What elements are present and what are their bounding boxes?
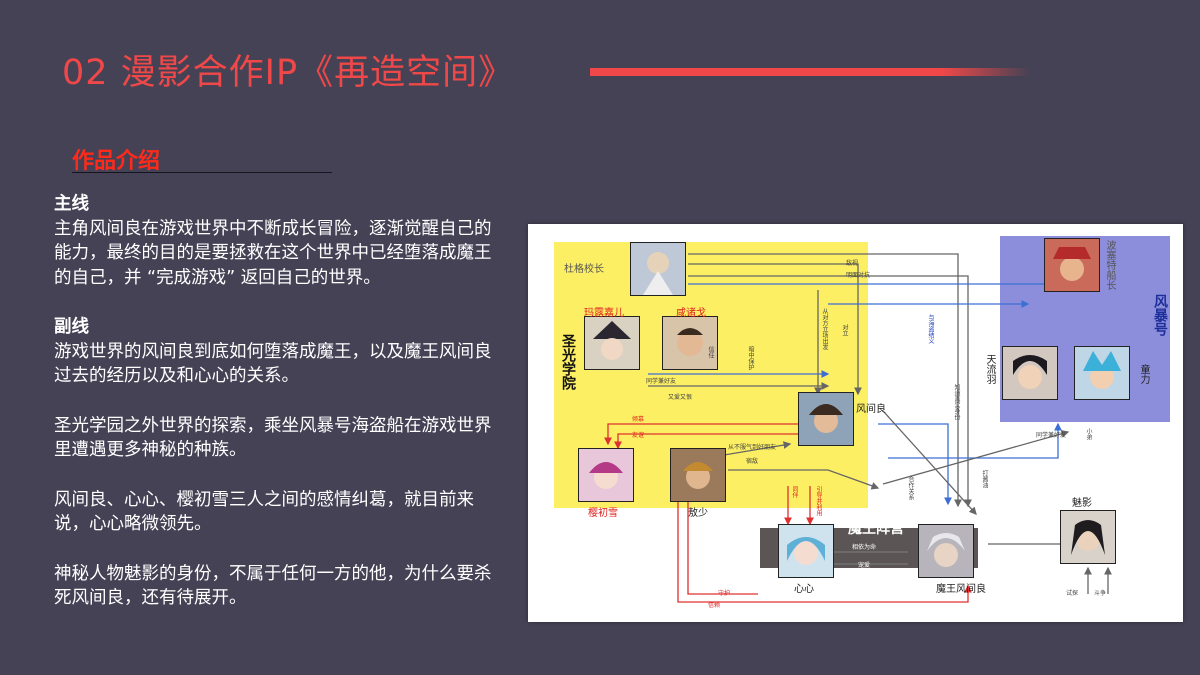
title-decor-line [590,68,1030,76]
rel-label-25: 试探 [1066,590,1079,597]
para-sub-3: 风间良、心心、樱初雪三人之间的感情纠葛，就目前来说，心心略微领先。 [54,489,474,535]
portrait-tongli [1074,346,1130,400]
name-fengjianliang: 风间良 [856,404,886,415]
portrait-captain [1044,238,1100,292]
name-yingchuxue: 樱初雪 [588,508,618,519]
name-meiying: 魅影 [1072,498,1092,509]
portrait-aoshao [670,448,726,502]
label-academy: 圣光学院 [560,334,576,390]
rel-label-15: 相依为命 [852,544,877,551]
slide-title: 02 漫影合作IP《再造空间》 [62,53,515,93]
rel-label-7: 同学兼好友 [646,378,677,385]
rel-label-16: 宠爱 [858,562,871,569]
name-demon-fjl: 魔王风间良 [936,584,986,595]
section-heading: 作品介绍 [72,149,161,174]
para-heading-sub: 副线 [54,317,89,337]
rel-label-23: 合作关系 [907,476,914,500]
para-sub-4: 神秘人物魅影的身份，不属于任何一方的他，为什么要杀死风间良，还有待展开。 [54,563,492,609]
rel-label-26: 斗争 [1094,590,1107,597]
rel-label-11: 从不服气到好朋友 [728,444,777,451]
rel-label-20: 知道真实身份 [953,384,960,420]
portrait-mary [584,316,640,370]
rel-label-21: 同学兼好友 [1036,432,1067,439]
para-sub-2: 圣光学园之外世界的探索，乘坐风暴号海盗船在游戏世界里遭遇更多神秘的种族。 [54,415,492,461]
name-tianxiaoyu: 天流羽 [984,354,995,384]
portrait-meiying [1060,510,1116,564]
rel-label-13: 同伴 [791,486,798,498]
rel-label-9: 倾慕 [632,416,645,423]
portrait-tianxiaoyu [1002,346,1058,400]
portrait-demon-fjl [918,524,974,578]
label-demon: 魔王阵营 [848,521,904,537]
rel-label-1: 敌视 [846,260,859,267]
name-weizhuge: 咸诸戈 [676,308,706,319]
rel-label-12: 宿敌 [746,458,759,465]
rel-label-19: 与海盗结义 [927,314,934,344]
portrait-xinxin [778,524,834,578]
name-principal: 杜格校长 [564,264,604,275]
section-underline [72,172,332,173]
portrait-fengjianliang [798,392,854,446]
portrait-weizhuge [662,316,718,370]
name-mary: 玛露嘉儿 [584,308,624,319]
rel-label-6: 暗中保护 [747,346,754,370]
rel-label-17: 守护 [718,590,731,597]
rel-label-4: 对立 [841,324,848,336]
rel-label-2: 明面对抗 [846,272,871,279]
name-captain: 波塞特船长 [1104,240,1115,290]
name-tongli: 童力 [1138,364,1149,384]
portrait-yingchuxue [578,448,634,502]
para-sub-1: 游戏世界的风间良到底如何堕落成魔王，以及魔王风间良过去的经历以及和心心的关系。 [54,341,492,387]
relationship-diagram: 圣光学院 风暴号 魔王阵营 杜格校长 玛露嘉儿 咸诸戈 风间良 樱初雪 敖少 波… [528,224,1183,622]
para-heading-main: 主线 [54,194,89,214]
rel-label-22: 小弟 [1085,428,1092,440]
name-xinxin: 心心 [794,584,814,595]
portrait-principal [630,242,686,296]
rel-label-3: 从对方立场出发 [821,308,828,350]
para-main: 主角风间良在游戏世界中不断成长冒险，逐渐觉醒自己的能力，最终的目的是要拯救在这个… [54,218,492,288]
rel-label-24: 打酱油 [981,470,988,488]
name-aoshao: 敖少 [688,508,708,519]
rel-label-8: 又爱又恨 [668,394,693,401]
label-storm: 风暴号 [1152,294,1168,336]
rel-label-18: 信赖 [708,602,721,609]
rel-label-10: 友谊 [632,432,645,439]
rel-label-5: 信任 [707,346,714,358]
rel-label-14: 引导并利用 [815,486,822,516]
intro-text: 主线 主角风间良在游戏世界中不断成长冒险，逐渐觉醒自己的能力，最终的目的是要拯救… [54,192,494,611]
